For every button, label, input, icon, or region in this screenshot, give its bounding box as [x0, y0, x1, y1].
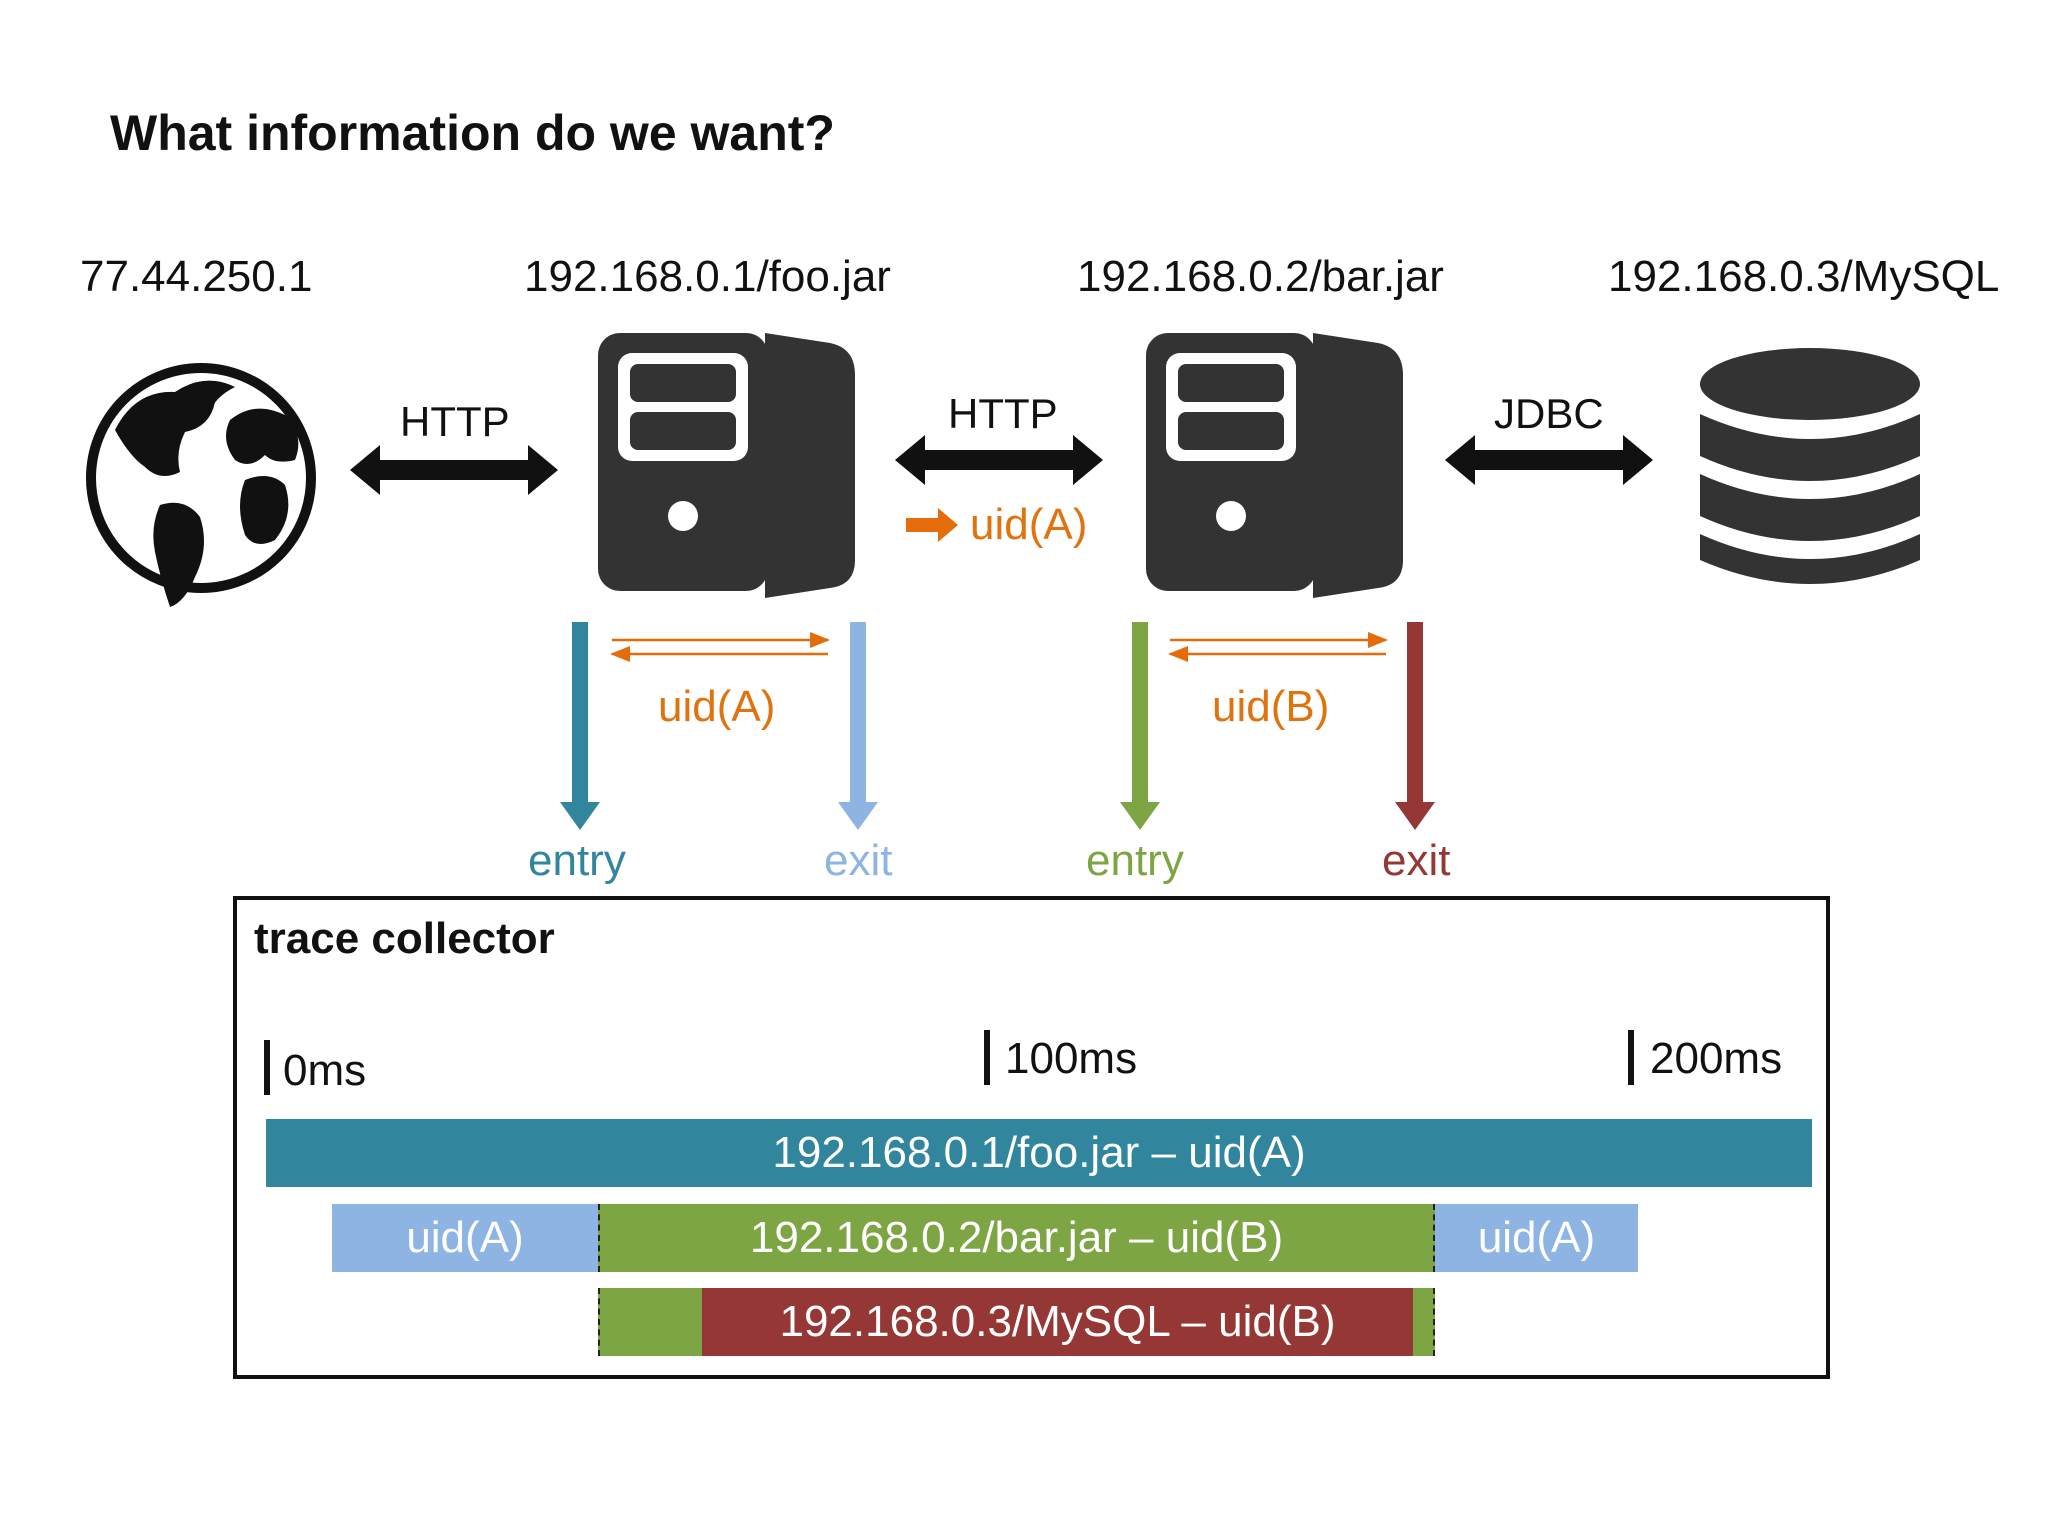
- tick-label-0ms: 0ms: [283, 1046, 367, 1095]
- trace-collector-title: trace collector: [254, 914, 555, 963]
- span-foo: 192.168.0.1/foo.jar – uid(A): [266, 1119, 1812, 1187]
- trace-collector-panel: [233, 896, 1830, 1379]
- span-bar-segment-left: [598, 1288, 702, 1356]
- server-icon: [1146, 333, 1403, 598]
- http-arrow-2: [895, 435, 1103, 485]
- foo-uid-label: uid(A): [658, 682, 776, 731]
- tick-100ms: [984, 1030, 990, 1085]
- propagated-id-label: uid(A): [970, 500, 1088, 549]
- bar-node-label: 192.168.0.2/bar.jar: [1077, 252, 1444, 301]
- foo-uid-flow: [610, 632, 830, 662]
- server-icon: [598, 333, 855, 598]
- jdbc-arrow: [1445, 435, 1653, 485]
- mysql-node-label: 192.168.0.3/MySQL: [1608, 252, 2000, 301]
- slide-title: What information do we want?: [110, 105, 835, 161]
- foo-entry-arrow: [560, 622, 600, 830]
- foo-entry-label: entry: [528, 836, 626, 885]
- tick-200ms: [1628, 1030, 1634, 1085]
- client-node-label: 77.44.250.1: [80, 252, 313, 301]
- client-foo-protocol: HTTP: [400, 398, 510, 445]
- foo-node-label: 192.168.0.1/foo.jar: [524, 252, 891, 301]
- bar-exit-arrow: [1395, 622, 1435, 830]
- bar-exit-label: exit: [1382, 836, 1451, 885]
- database-icon: [1700, 348, 1920, 584]
- foo-bar-protocol: HTTP: [948, 390, 1058, 437]
- bar-mysql-protocol: JDBC: [1494, 390, 1604, 437]
- bar-entry-arrow: [1120, 622, 1160, 830]
- globe-icon: [86, 363, 316, 607]
- span-bar-segment-right: [1413, 1288, 1435, 1356]
- tick-0ms: [264, 1040, 270, 1095]
- http-arrow-1: [350, 445, 558, 495]
- span-foo-segment-right: uid(A): [1435, 1204, 1638, 1272]
- tick-label-100ms: 100ms: [1005, 1034, 1138, 1083]
- span-bar: 192.168.0.2/bar.jar – uid(B): [598, 1204, 1435, 1272]
- bar-uid-label: uid(B): [1212, 682, 1330, 731]
- tick-label-200ms: 200ms: [1650, 1034, 1783, 1083]
- bar-entry-label: entry: [1086, 836, 1184, 885]
- foo-exit-arrow: [838, 622, 878, 830]
- propagation-arrow: [906, 508, 958, 542]
- bar-uid-flow: [1168, 632, 1388, 662]
- span-mysql: 192.168.0.3/MySQL – uid(B): [702, 1288, 1413, 1356]
- foo-exit-label: exit: [824, 836, 893, 885]
- span-foo-segment-left: uid(A): [332, 1204, 598, 1272]
